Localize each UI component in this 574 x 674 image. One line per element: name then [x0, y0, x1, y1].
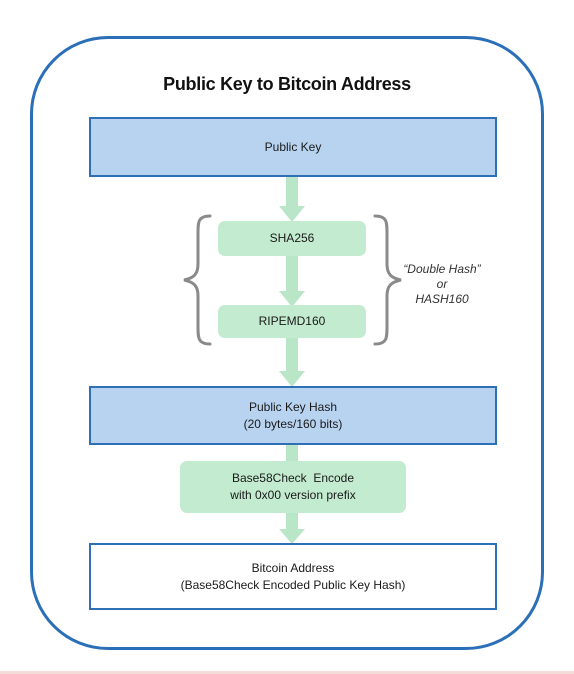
arrow-ripemd160-to-public-key-hash [279, 337, 305, 387]
double-hash-note-line1: “Double Hash” [403, 262, 481, 276]
right-brace-icon [373, 214, 402, 346]
base58check-encode-box: Base58Check Encode with 0x00 version pre… [180, 461, 406, 513]
ripemd160-label: RIPEMD160 [258, 314, 326, 328]
bitcoin-address-description: (Base58Check Encoded Public Key Hash) [180, 577, 406, 592]
public-key-hash-label: Public Key Hash [248, 399, 338, 414]
bottom-edge-strip [0, 671, 574, 674]
sha256-box: SHA256 [218, 221, 366, 256]
left-brace-icon [183, 214, 212, 346]
diagram-title: Public Key to Bitcoin Address [163, 74, 411, 94]
public-key-label: Public Key [264, 139, 322, 154]
bitcoin-address-label: Bitcoin Address [251, 560, 335, 575]
public-key-hash-box: Public Key Hash (20 bytes/160 bits) [89, 386, 497, 445]
ripemd160-box: RIPEMD160 [218, 305, 366, 338]
arrow-sha256-to-ripemd160 [279, 255, 305, 307]
bitcoin-address-box: Bitcoin Address (Base58Check Encoded Pub… [89, 543, 497, 610]
arrow-base58check-to-bitcoin-address [279, 512, 305, 544]
public-key-box: Public Key [89, 117, 497, 177]
double-hash-note-line2: or [436, 277, 448, 291]
base58check-version-prefix: with 0x00 version prefix [230, 488, 356, 502]
base58check-encode-label: Base58Check Encode [231, 471, 355, 485]
double-hash-note-line3: HASH160 [415, 292, 469, 306]
public-key-hash-size: (20 bytes/160 bits) [243, 416, 343, 431]
sha256-label: SHA256 [269, 231, 315, 245]
double-hash-note: “Double Hash” or HASH160 [392, 262, 492, 307]
arrow-public-key-hash-to-base58check [286, 444, 298, 462]
arrow-public-key-to-sha256 [279, 176, 305, 222]
